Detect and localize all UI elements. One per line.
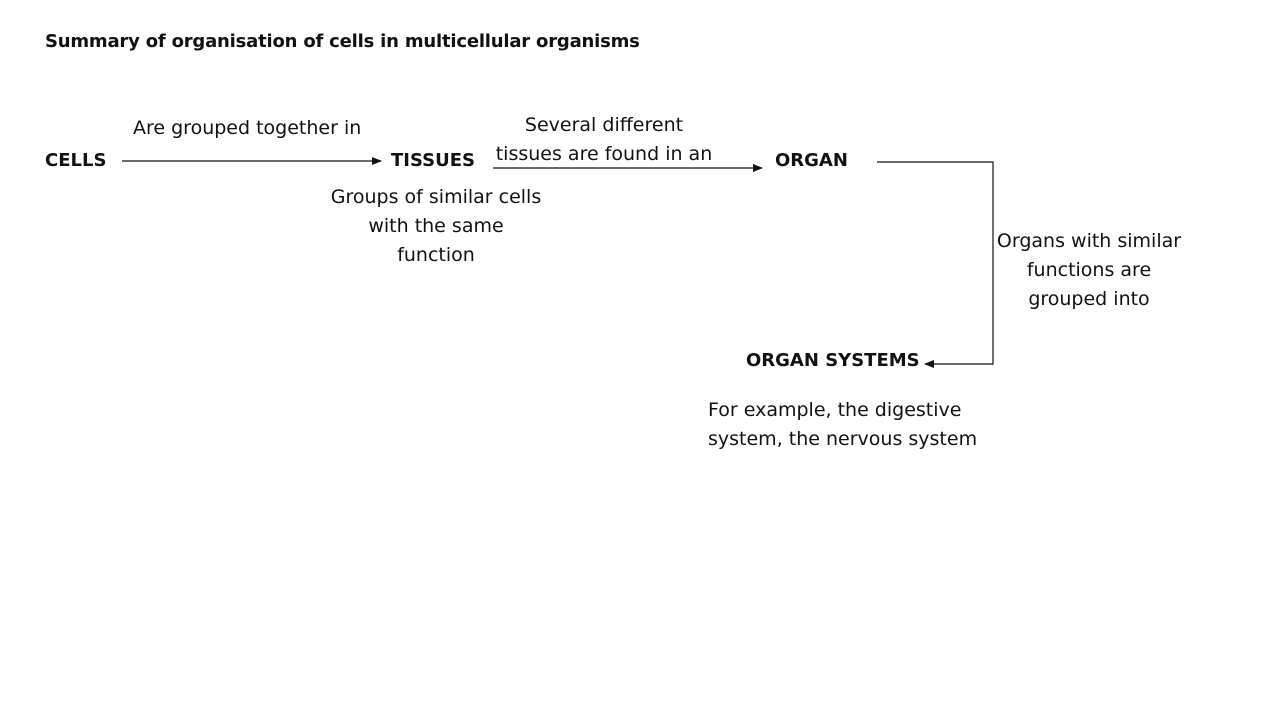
label-tissues-to-organ: Several different tissues are found in a…	[486, 111, 722, 169]
node-organ: ORGAN	[775, 150, 848, 171]
label-organ-to-systems-line2: functions are	[1026, 259, 1152, 281]
node-tissues: TISSUES	[391, 150, 475, 171]
label-tissues-to-organ-line2: tissues are found in an	[495, 143, 713, 165]
description-organ-systems-line2: system, the nervous system	[708, 428, 978, 450]
description-organ-systems: For example, the digestive system, the n…	[708, 396, 977, 454]
diagram-title: Summary of organisation of cells in mult…	[45, 31, 640, 52]
label-organ-to-systems-line3: grouped into	[1028, 288, 1150, 310]
description-organ-systems-line1: For example, the digestive	[708, 399, 962, 421]
node-cells: CELLS	[45, 150, 107, 171]
description-tissues-line3: function	[397, 244, 475, 266]
node-organ-systems: ORGAN SYSTEMS	[746, 350, 920, 371]
label-cells-to-tissues: Are grouped together in	[133, 117, 362, 139]
description-tissues-line2: with the same	[368, 215, 504, 237]
label-tissues-to-organ-line1: Several different	[524, 114, 684, 136]
label-organ-to-systems-line1: Organs with similar	[996, 230, 1182, 252]
description-tissues-line1: Groups of similar cells	[330, 186, 542, 208]
arrow-organ-to-systems	[877, 161, 994, 368]
description-tissues: Groups of similar cells with the same fu…	[318, 183, 554, 270]
label-organ-to-systems: Organs with similar functions are groupe…	[989, 227, 1189, 314]
